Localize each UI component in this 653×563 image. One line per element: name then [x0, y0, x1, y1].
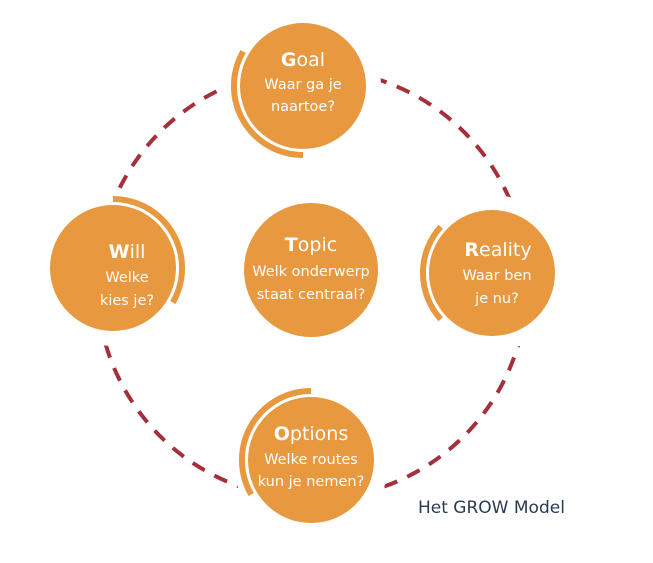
node-goal-arc: [230, 50, 304, 158]
node-options-title: Options: [274, 423, 349, 445]
node-goal-line2: naartoe?: [271, 99, 335, 115]
node-options-arc: [238, 388, 312, 496]
node-options-line2: kun je nemen?: [258, 474, 365, 490]
node-reality-arc: [420, 224, 443, 322]
node-will-line2: kies je?: [100, 293, 154, 309]
node-goal-title: Goal: [281, 49, 325, 71]
node-topic-line2: staat centraal?: [257, 287, 366, 303]
node-reality-line2: je nu?: [474, 291, 519, 307]
node-topic-title: Topic: [285, 234, 337, 256]
node-options-circle: [248, 397, 374, 523]
node-reality: Reality Waar ben je nu?: [414, 195, 570, 351]
diagram-caption: Het GROW Model: [418, 498, 565, 518]
node-will: Will Welke kies je?: [35, 190, 191, 346]
node-will-circle: [50, 205, 176, 331]
node-topic-line1: Welk onderwerp: [252, 264, 370, 280]
node-reality-title: Reality: [464, 239, 531, 261]
node-options: Options Welke routes kun je nemen?: [233, 382, 389, 538]
node-goal-circle: [240, 23, 366, 149]
node-reality-circle: [429, 210, 555, 336]
node-goal-line1: Waar ga je: [264, 77, 341, 93]
node-will-title: Will: [109, 241, 146, 263]
node-topic: Topic Welk onderwerp staat centraal?: [244, 203, 378, 337]
node-will-line1: Welke: [105, 270, 148, 286]
node-options-line1: Welke routes: [264, 452, 358, 468]
node-reality-line1: Waar ben: [462, 268, 531, 284]
node-goal: Goal Waar ga je naartoe?: [225, 8, 381, 164]
node-topic-circle: [244, 203, 378, 337]
node-will-arc: [112, 196, 186, 304]
